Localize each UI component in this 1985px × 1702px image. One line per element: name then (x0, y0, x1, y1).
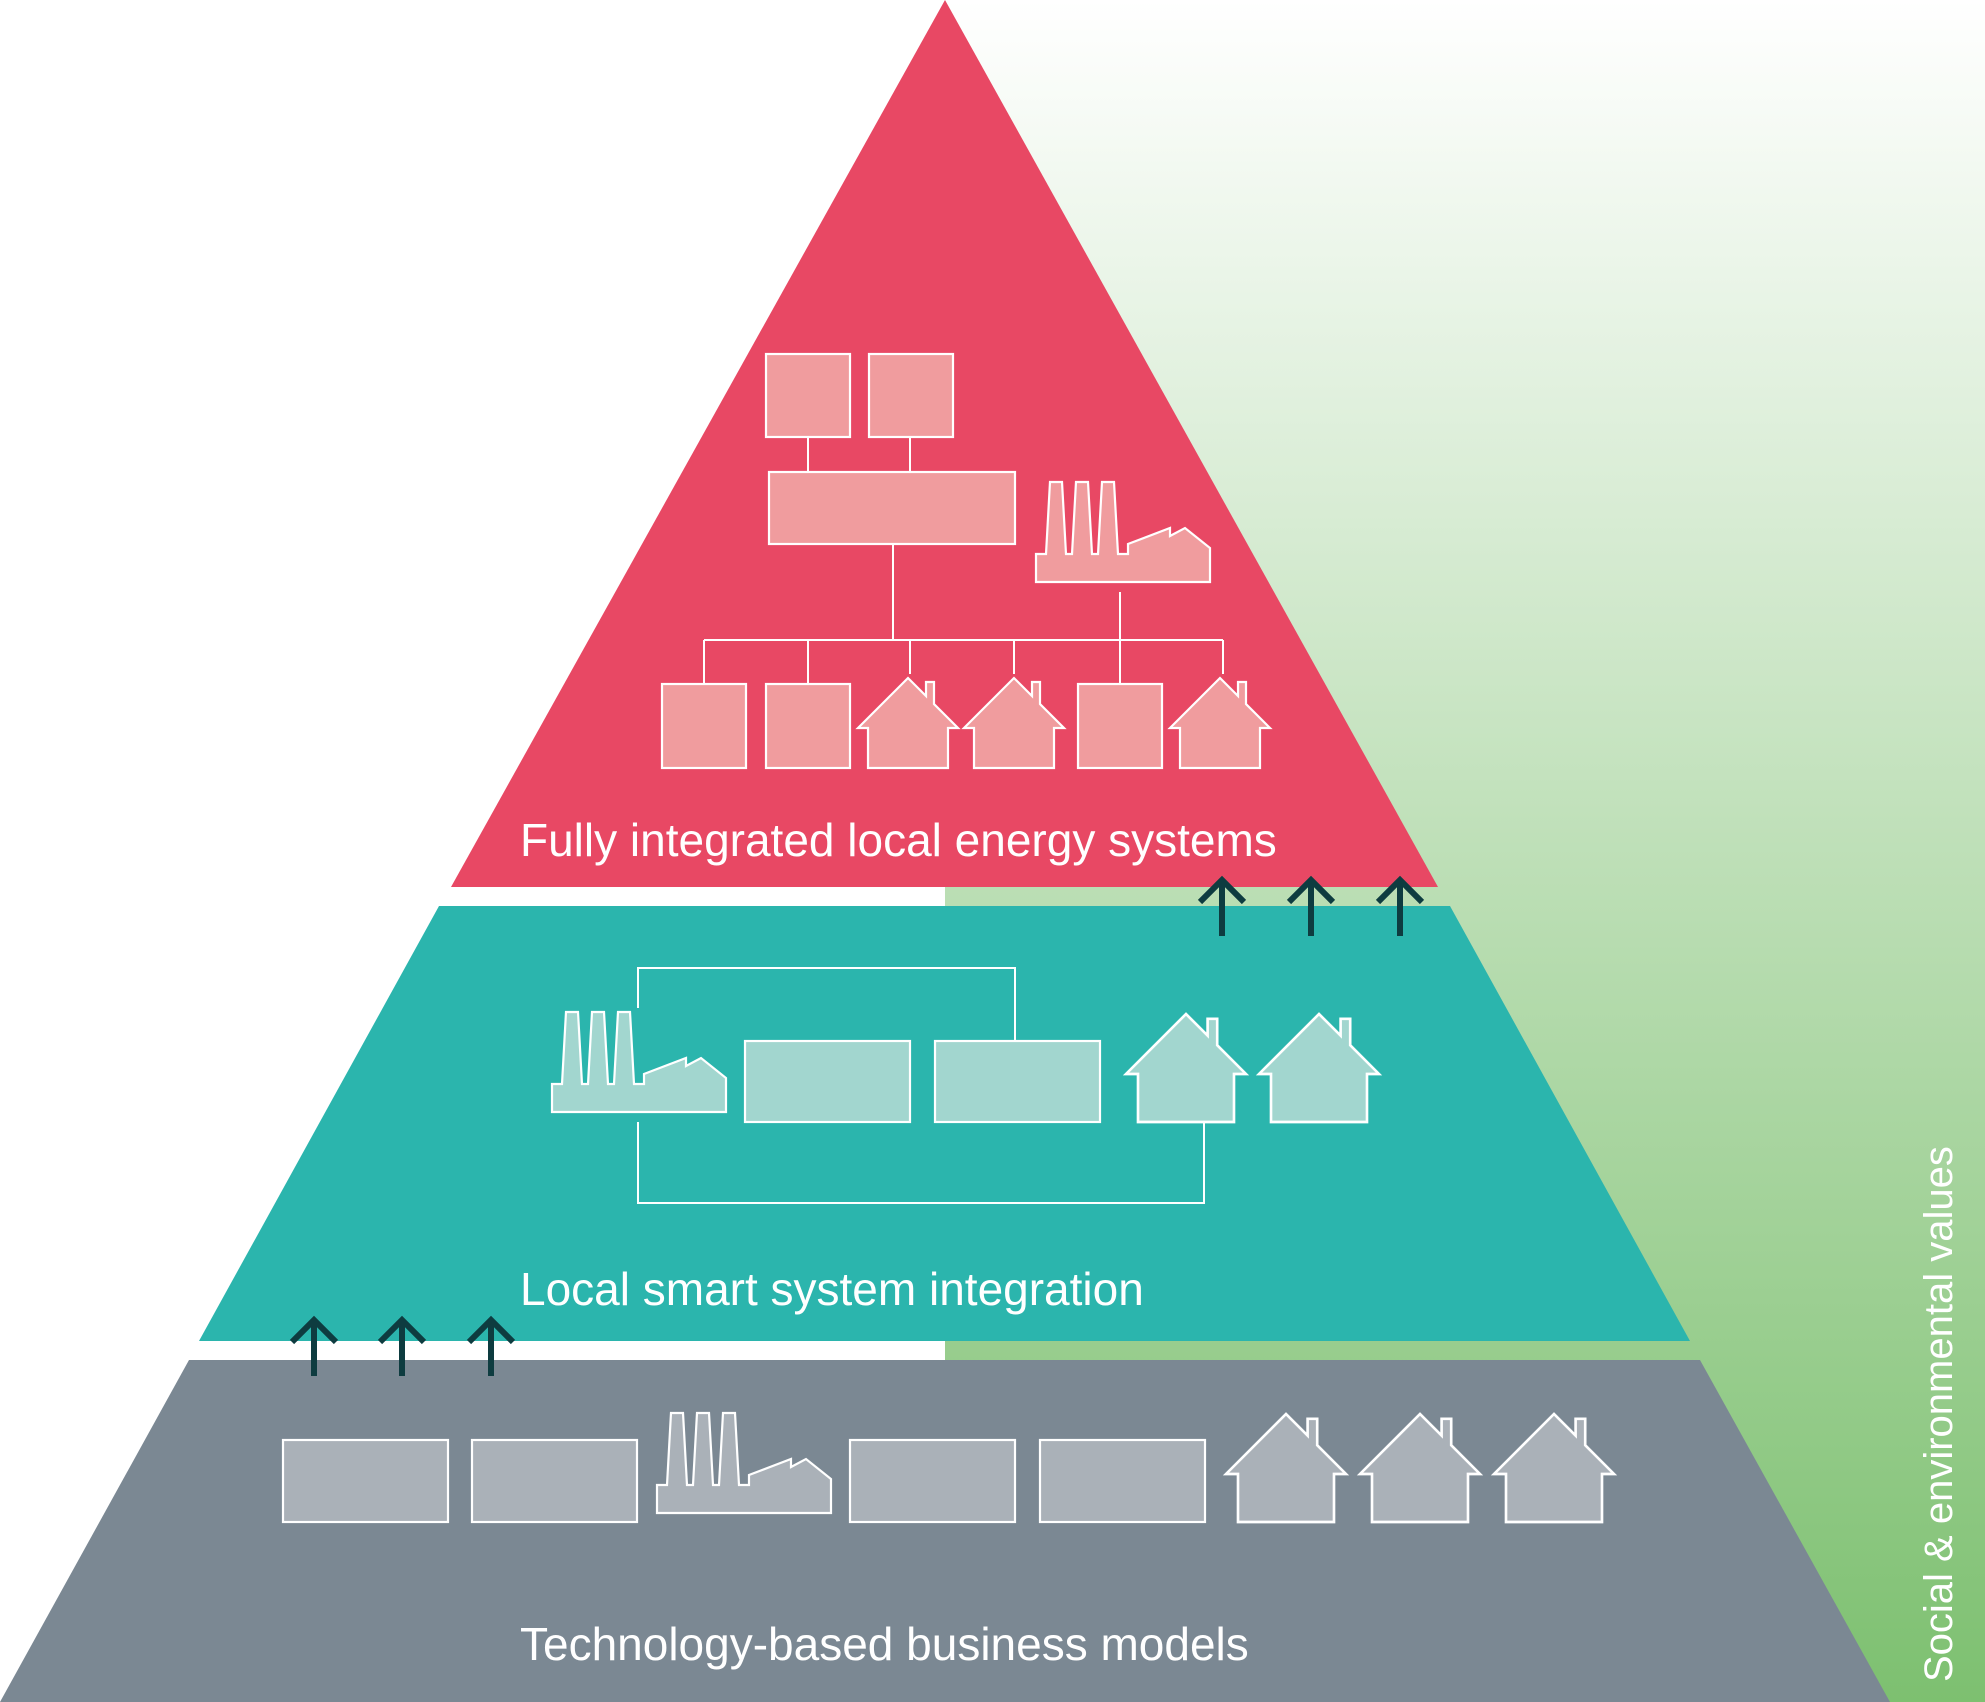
up-arrow-icon (289, 1315, 339, 1376)
level-top-fully-integrated (451, 0, 1438, 887)
building-box-icon (660, 682, 748, 770)
arrow-group-lower (289, 1315, 516, 1376)
org-box-icon (867, 352, 955, 439)
building-box-icon (1038, 1438, 1207, 1524)
up-arrow-icon (1286, 875, 1336, 936)
building-box-icon (848, 1438, 1017, 1524)
label-bottom-level: Technology-based business models (520, 1618, 1249, 1670)
up-arrow-icon (466, 1315, 516, 1376)
building-box-icon (743, 1039, 912, 1124)
org-box-icon (764, 352, 852, 439)
social-values-label: Social & environmental values (1917, 1146, 1961, 1682)
building-box-icon (281, 1438, 450, 1524)
building-box-icon (1076, 682, 1164, 770)
building-box-icon (470, 1438, 639, 1524)
top-network-lines (703, 437, 1224, 684)
up-arrow-icon (1197, 875, 1247, 936)
building-box-icon (933, 1039, 1102, 1124)
label-middle-level: Local smart system integration (520, 1263, 1144, 1315)
up-arrow-icon (1375, 875, 1425, 936)
label-top-level: Fully integrated local energy systems (520, 814, 1277, 866)
middle-network-lines (637, 967, 1205, 1204)
arrow-group-upper (1197, 875, 1425, 936)
up-arrow-icon (377, 1315, 427, 1376)
hub-box-icon (767, 470, 1017, 546)
building-box-icon (764, 682, 852, 770)
